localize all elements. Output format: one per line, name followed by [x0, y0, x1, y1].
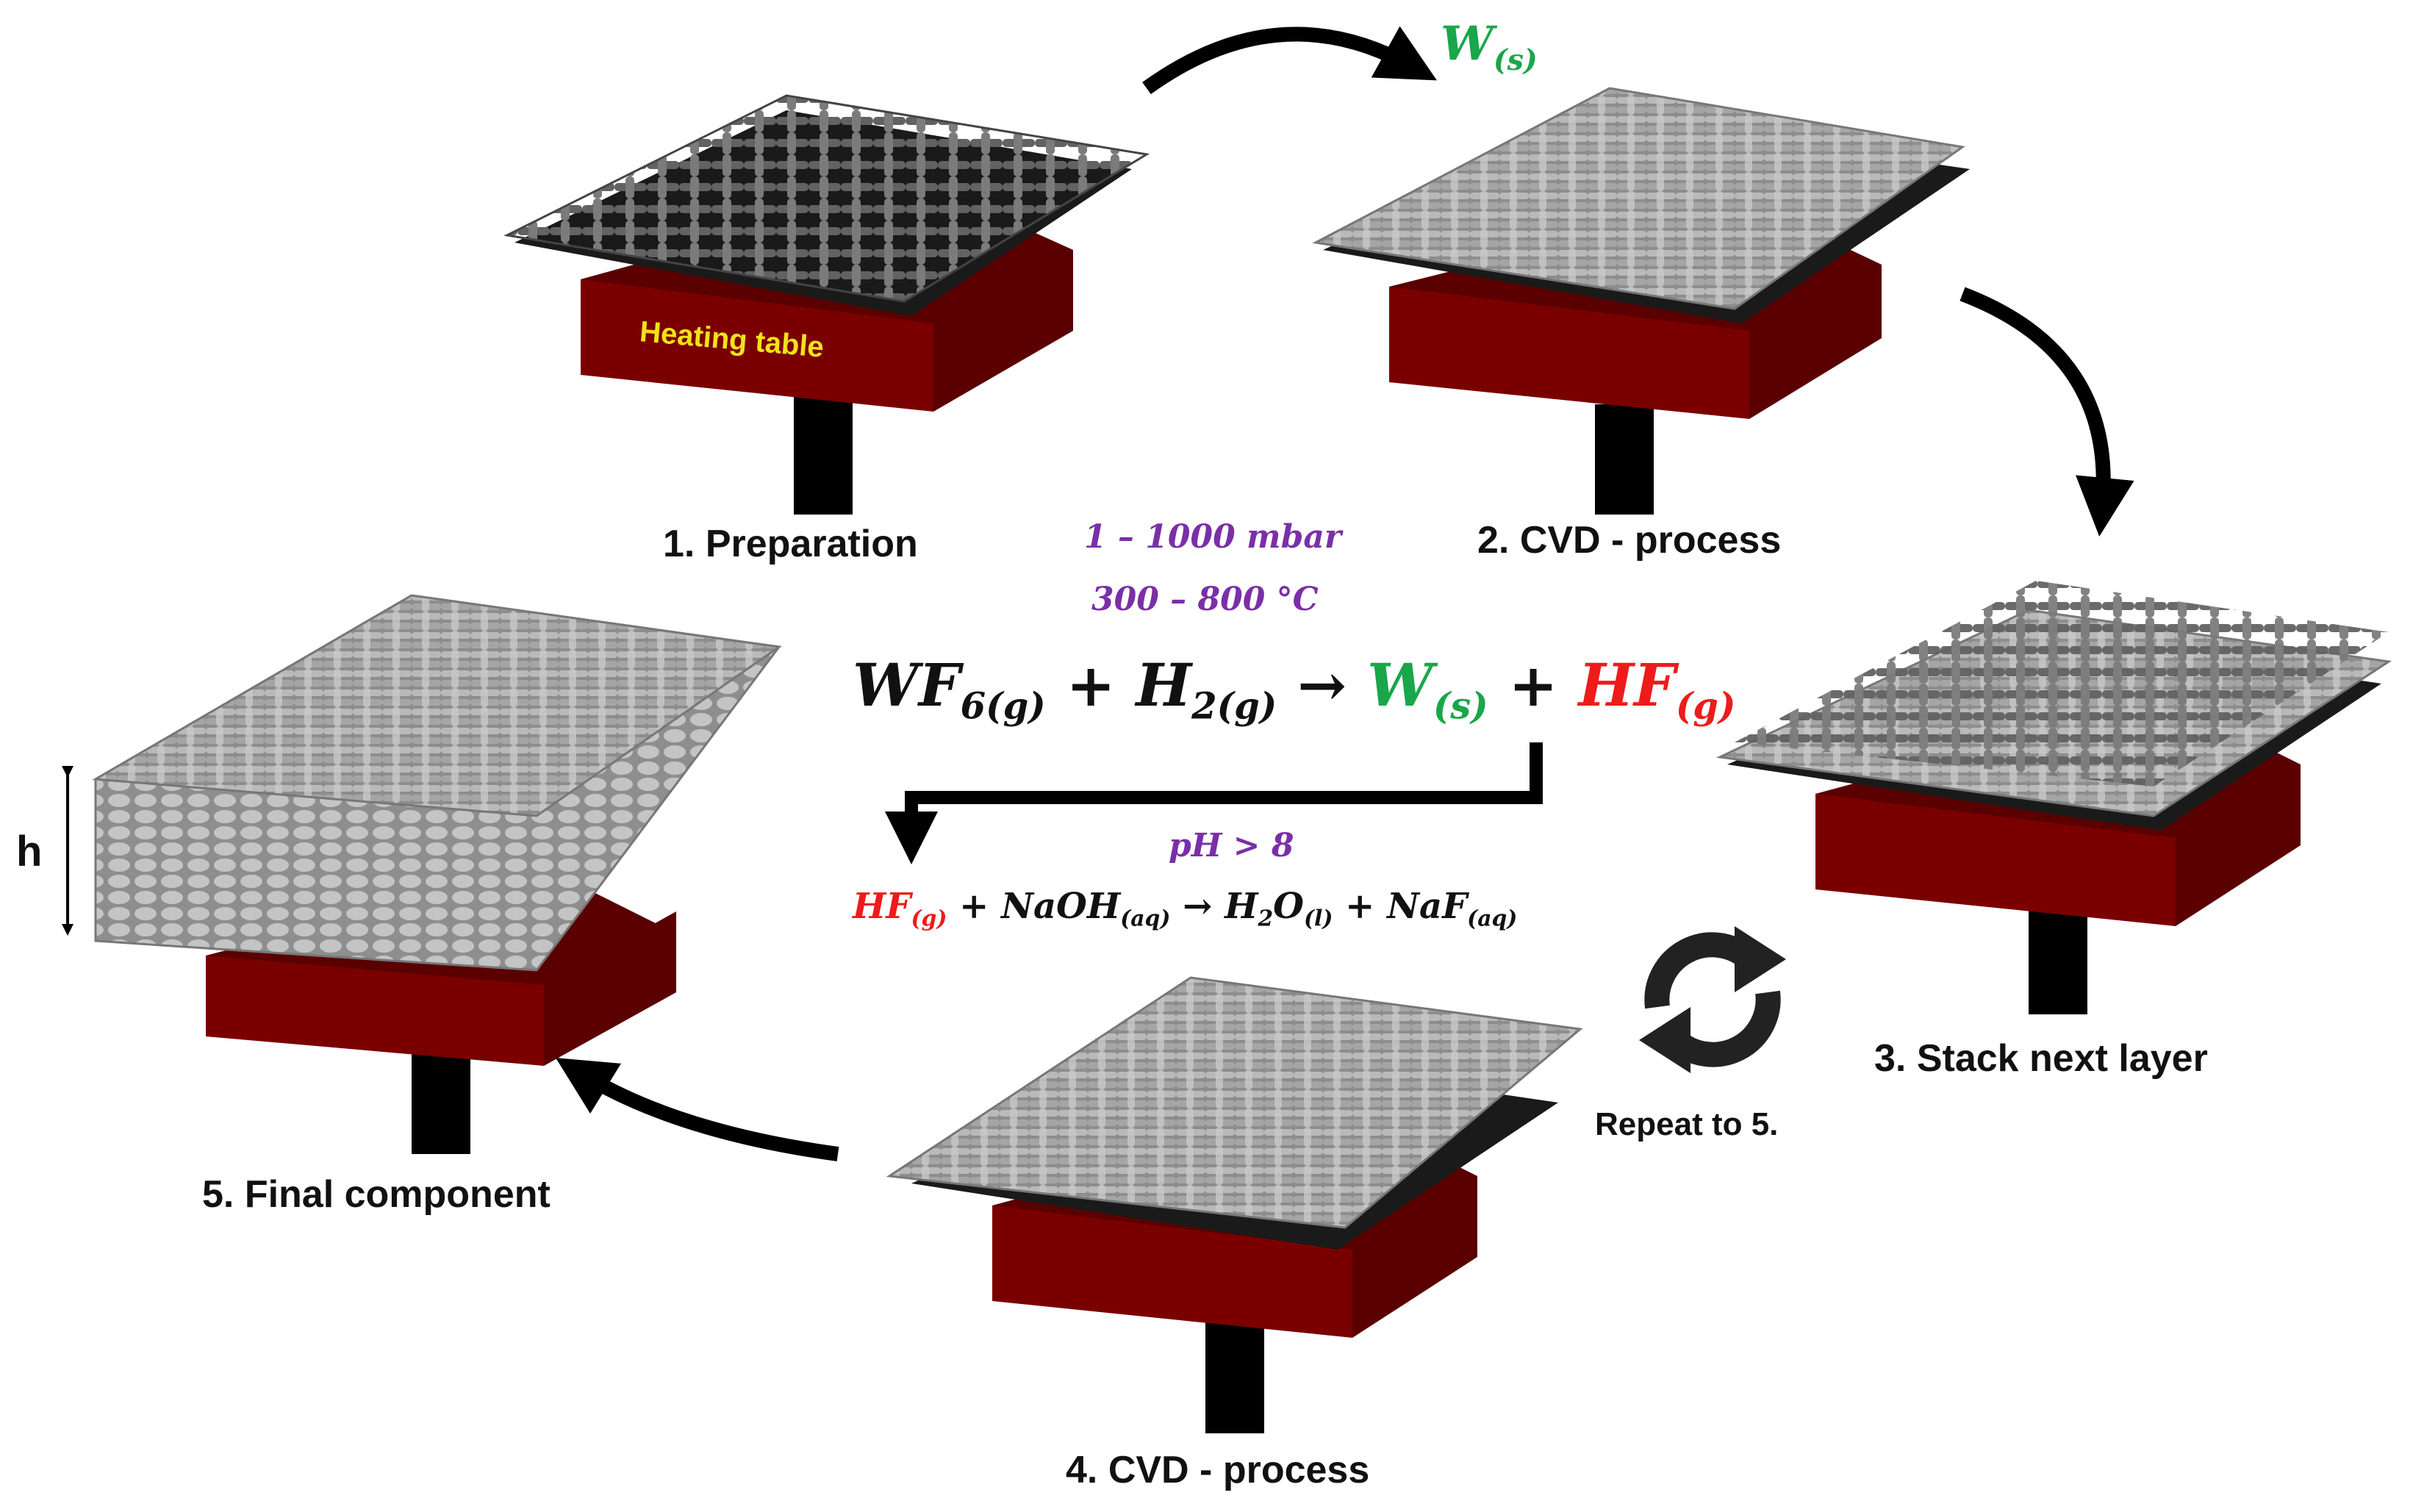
pressure-condition: 1 – 1000 mbar	[1084, 518, 1342, 556]
station-2-cvd	[1312, 87, 1970, 515]
reaction-flow-arrow	[885, 742, 1543, 864]
step-2-label: 2. CVD - process	[1477, 519, 1782, 562]
curved-arrow-icon	[1142, 26, 1437, 95]
repeat-label: Repeat to 5.	[1595, 1106, 1779, 1142]
neutralization-equation: HF(g) + NaOH(aq) → H2O(l) + NaF(aq)	[853, 886, 1518, 932]
step-4-label: 4. CVD - process	[1066, 1449, 1370, 1491]
refresh-cycle-icon	[1639, 926, 1786, 1073]
deposit-label: W(s)	[1441, 16, 1538, 77]
step-5-label: 5. Final component	[202, 1173, 551, 1216]
main-reaction-equation: WF6(g) + H2(g) → W(s) + HF(g)	[853, 651, 1736, 728]
station-1-preparation	[503, 94, 1150, 515]
station-4-cvd	[886, 976, 1583, 1433]
ph-condition: pH > 8	[1169, 827, 1294, 864]
curved-arrow-icon	[1960, 287, 2134, 537]
station-3-stack	[1715, 581, 2392, 1014]
height-label: h	[16, 828, 43, 875]
step-1-label: 1. Preparation	[663, 523, 918, 565]
curved-arrow-icon	[555, 1058, 839, 1161]
temperature-condition: 300 – 800 °C	[1091, 581, 1319, 618]
step-3-label: 3. Stack next layer	[1874, 1037, 2208, 1080]
station-5-final	[62, 594, 782, 1154]
